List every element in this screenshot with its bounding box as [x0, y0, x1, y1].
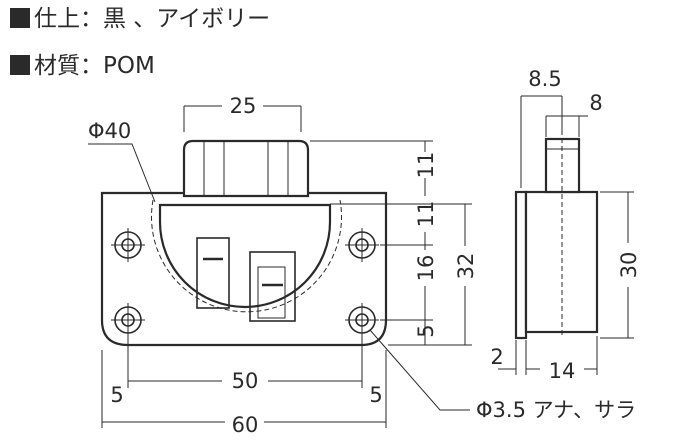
svg-text:25: 25	[230, 94, 257, 118]
diameter-circle-dashed	[151, 199, 342, 313]
dimension-diameter: Φ40	[88, 119, 156, 203]
slot-left	[196, 237, 230, 309]
svg-text:11: 11	[414, 152, 438, 179]
svg-text:5: 5	[369, 383, 382, 407]
screw-hole-bottom-right	[345, 303, 379, 337]
svg-text:30: 30	[617, 252, 641, 279]
svg-text:5: 5	[110, 383, 123, 407]
spec-material-line: 材質：POM	[10, 51, 155, 81]
spec-finish-line: 仕上：黒 、アイボリー	[10, 4, 270, 34]
front-view: 25 Φ40 11 11 16 5	[88, 94, 636, 437]
svg-text:2: 2	[490, 345, 503, 369]
dimension-knob-width: 25	[183, 94, 302, 132]
screw-hole-bottom-left	[111, 303, 145, 337]
svg-text:14: 14	[549, 359, 576, 383]
slot-right	[249, 251, 296, 322]
knob	[182, 139, 310, 198]
screw-hole-top-right	[345, 228, 379, 262]
dimension-total-depth: 8.5	[520, 67, 563, 188]
svg-text:8: 8	[589, 91, 602, 115]
dimension-side-height: 30	[600, 191, 641, 339]
svg-text:32: 32	[454, 253, 478, 280]
dimension-body-depth: 14	[526, 336, 598, 383]
inner-bowl	[158, 203, 332, 309]
hole-note: Φ3.5 アナ、サラ	[369, 329, 636, 422]
side-view: 8.5 8 30 2 14	[490, 67, 641, 383]
slot-right-inner	[257, 266, 286, 319]
dimension-height-chain: 11 11 16 5 32	[310, 140, 478, 346]
spec-material-text: 材質：POM	[34, 53, 155, 79]
screw-hole-top-left	[111, 228, 145, 262]
side-base-plate	[514, 190, 528, 340]
svg-text:11: 11	[414, 201, 438, 228]
svg-text:Φ40: Φ40	[88, 119, 131, 143]
spec-finish-text: 仕上：黒 、アイボリー	[34, 6, 271, 32]
square-bullet-icon	[10, 55, 30, 75]
svg-text:60: 60	[232, 413, 259, 437]
square-bullet-icon	[10, 8, 30, 28]
dimension-base-thickness: 2	[490, 340, 538, 375]
dimension-knob-depth: 8	[545, 91, 603, 137]
svg-text:8.5: 8.5	[528, 67, 561, 91]
dimension-width-chain: 5 50 5 60	[101, 337, 387, 437]
svg-text:50: 50	[232, 369, 259, 393]
svg-text:16: 16	[414, 255, 438, 282]
svg-text:Φ3.5 アナ、サラ: Φ3.5 アナ、サラ	[476, 398, 636, 422]
svg-text:5: 5	[414, 324, 438, 337]
